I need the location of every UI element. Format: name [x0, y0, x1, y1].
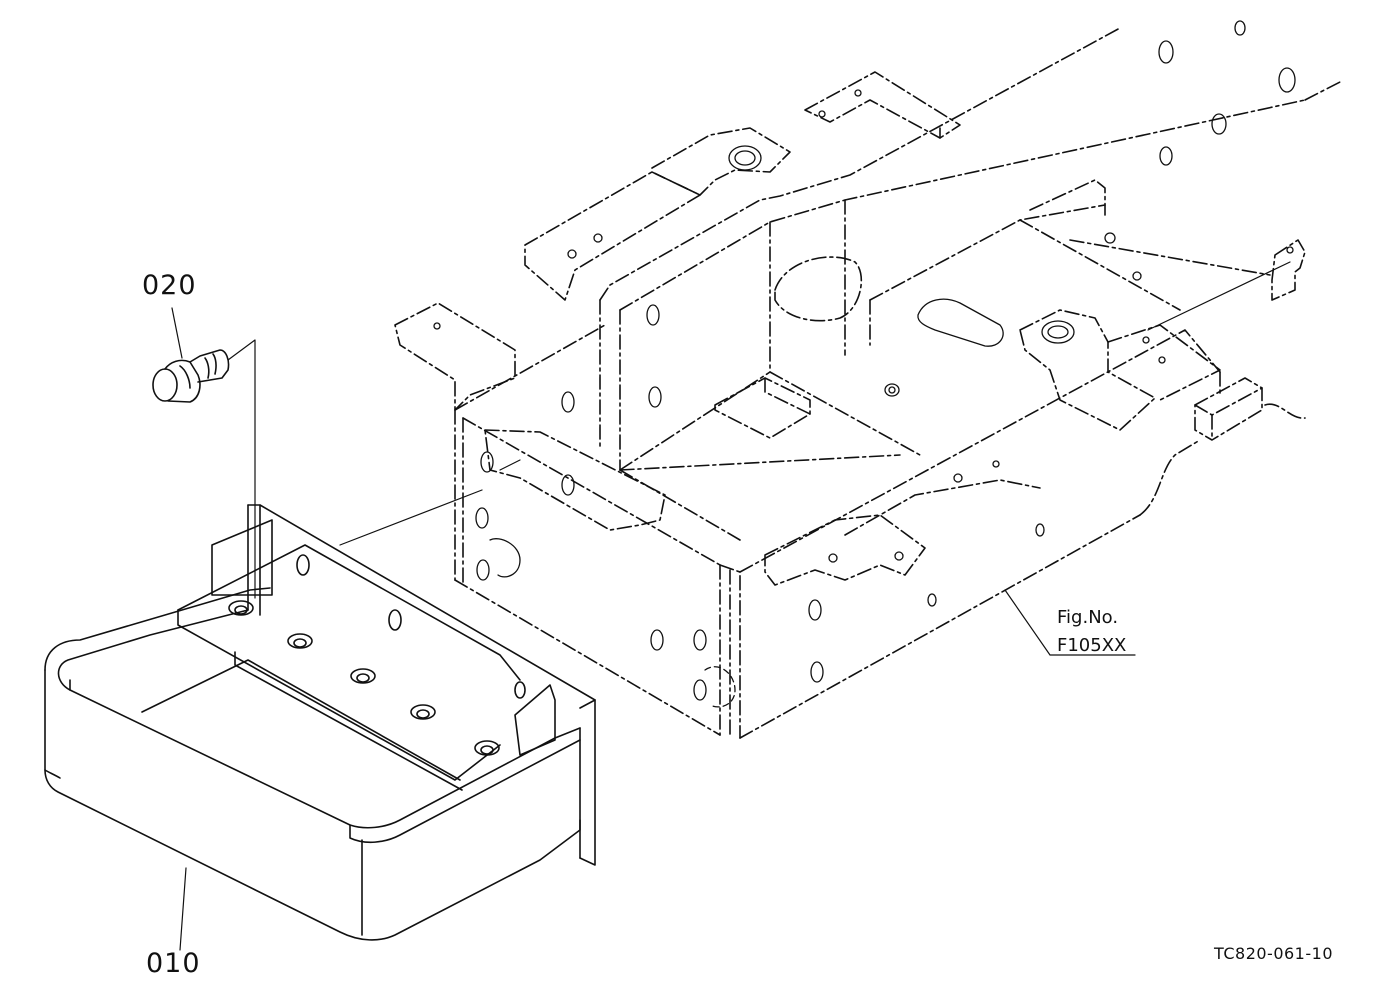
- drawing-code: TC820-061-10: [1214, 944, 1333, 963]
- fig-ref-number: F105XX: [1057, 635, 1127, 656]
- callout-010: 010: [146, 948, 201, 979]
- frame-holes: [433, 20, 1296, 708]
- part-010-step: [44, 504, 596, 941]
- leader-lines: [171, 261, 1291, 951]
- fig-ref-label: Fig.No.: [1057, 607, 1119, 628]
- part-020-bolt: [152, 349, 230, 403]
- callout-020: 020: [142, 270, 197, 301]
- frame-assembly: [394, 27, 1341, 739]
